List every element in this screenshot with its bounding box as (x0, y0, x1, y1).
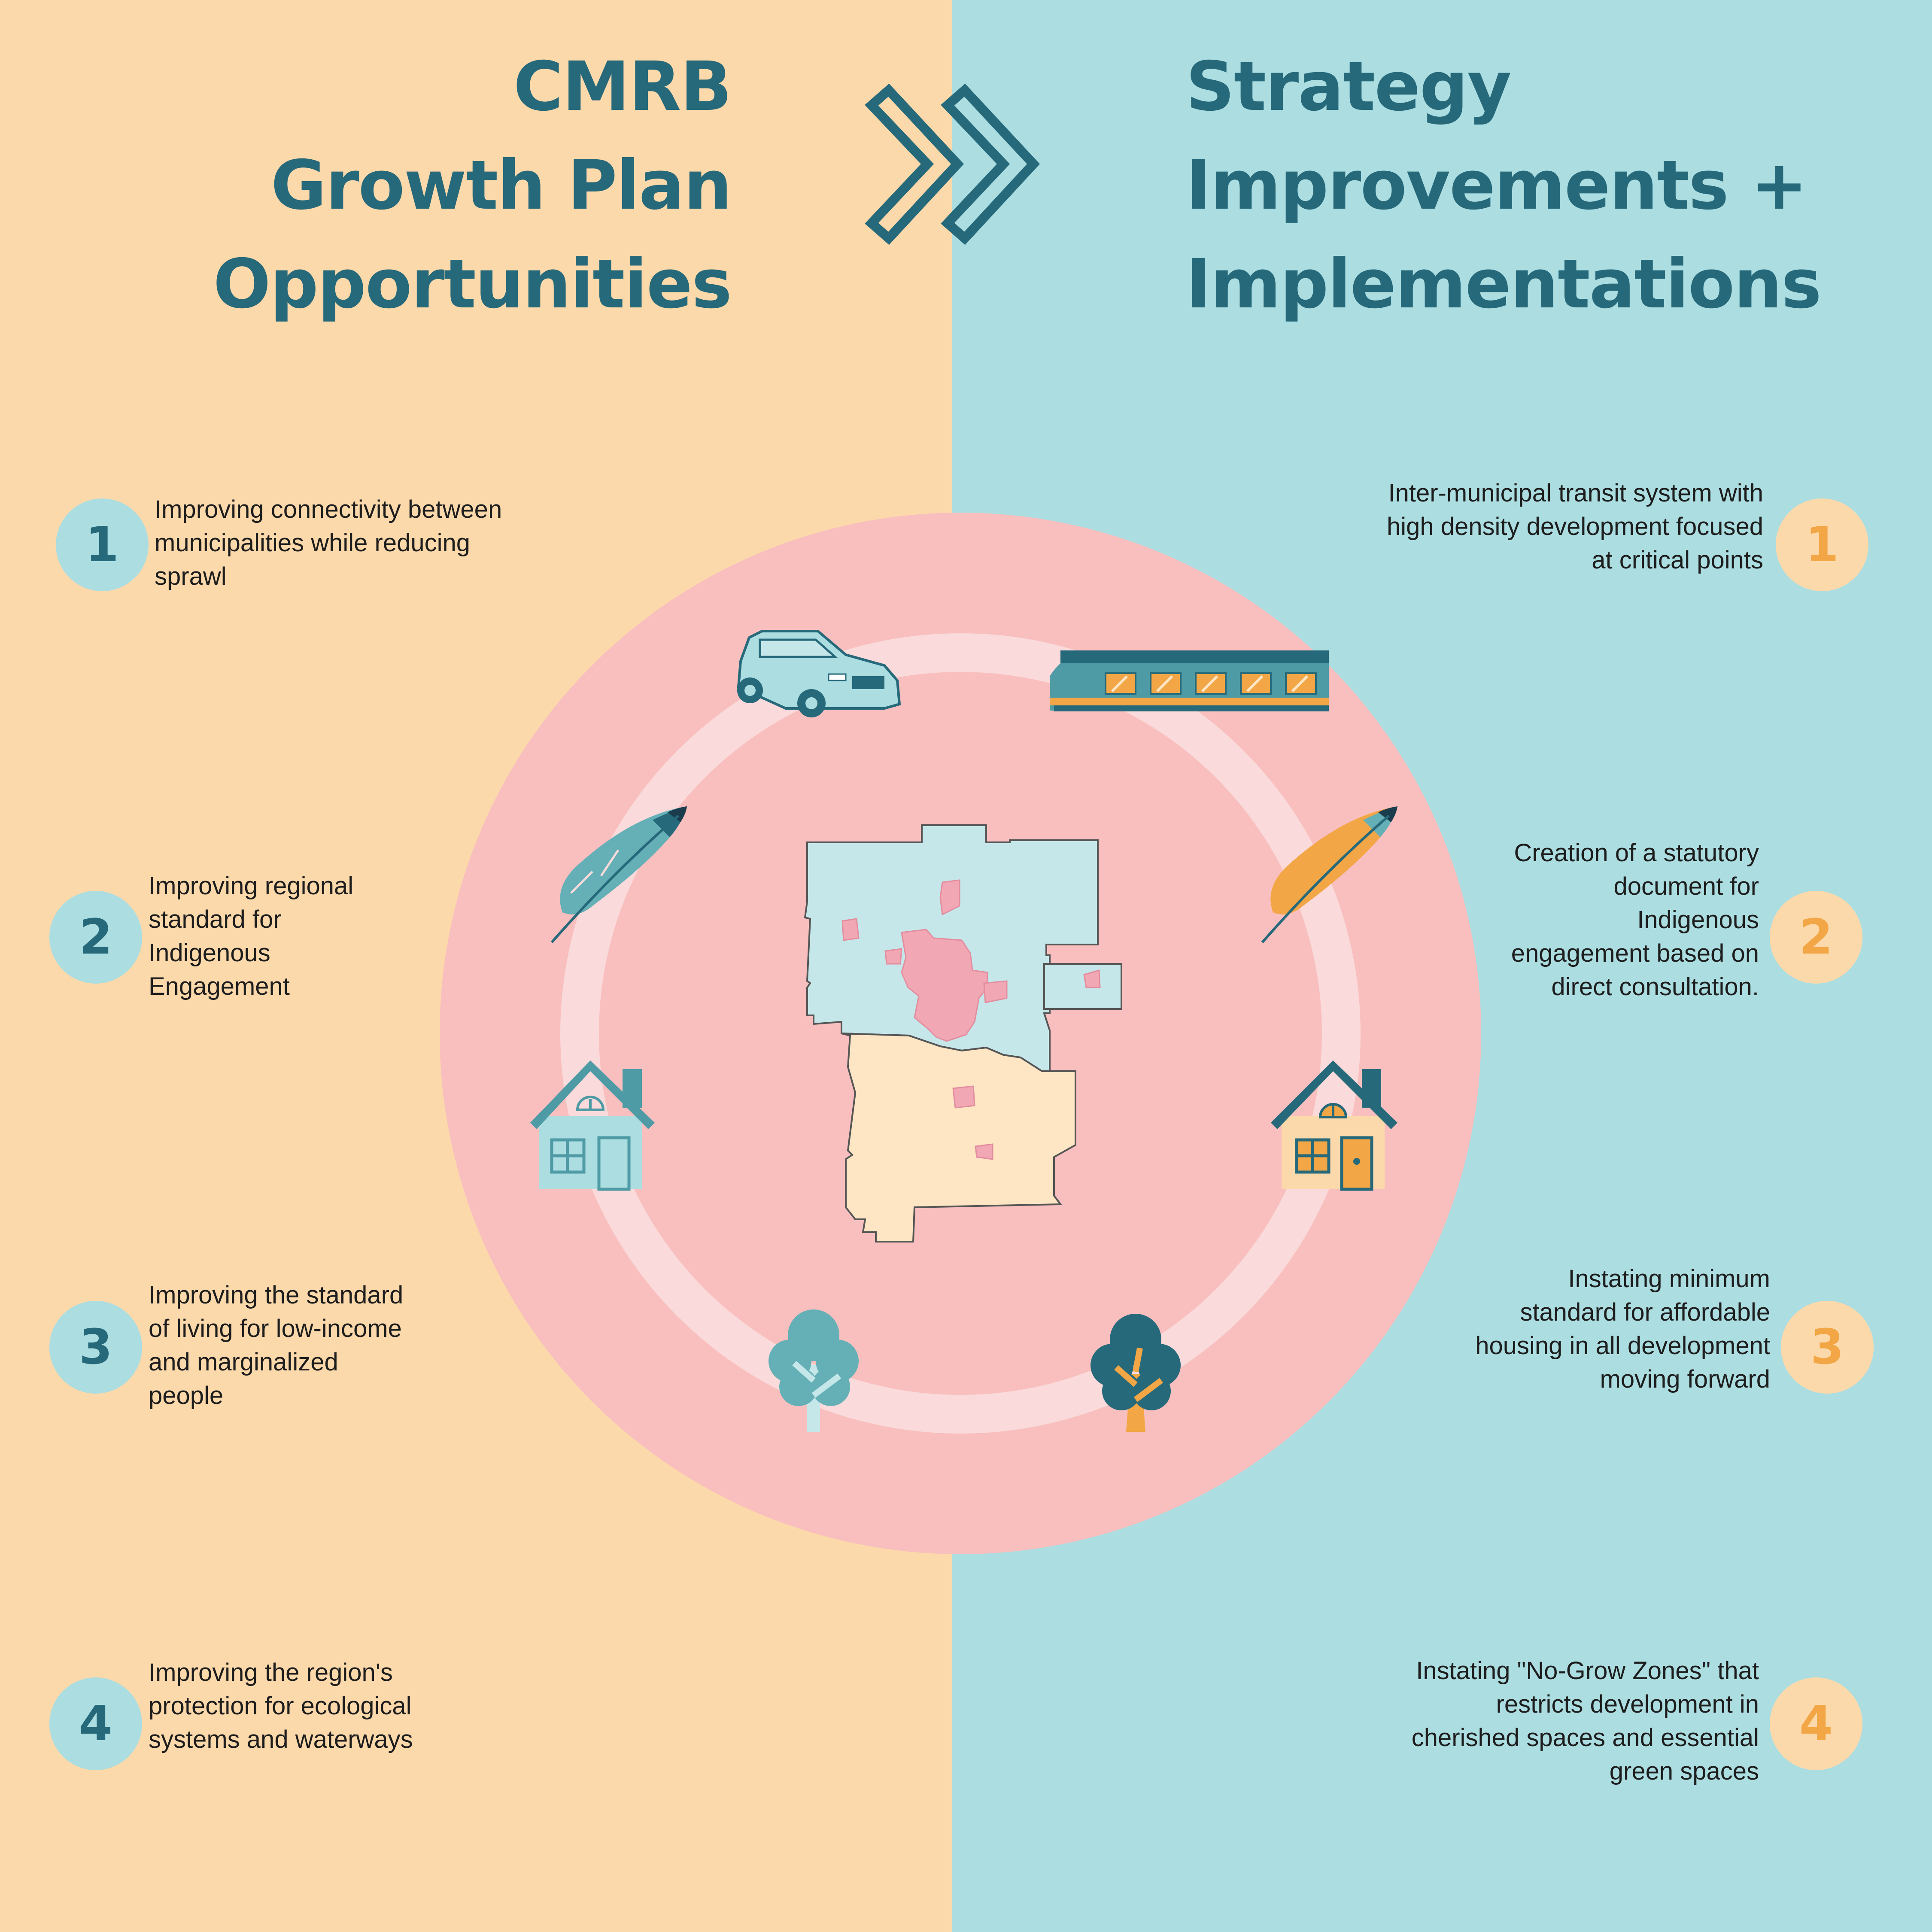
feather-icon (1261, 806, 1397, 943)
tree-icon (1091, 1314, 1181, 1432)
strategy-text: Inter-municipal transit system with high… (1386, 479, 1763, 574)
ring (560, 633, 1361, 1434)
house-icon (530, 1060, 655, 1191)
double-chevron-right-icon (865, 83, 1040, 245)
strategy-number-badge: 2 (1770, 891, 1862, 984)
left-title-line: Opportunities (213, 245, 732, 324)
strategy-text: Instating "No-Grow Zones" that restricts… (1411, 1657, 1759, 1785)
train-icon (1050, 650, 1329, 711)
opportunity-text: Improving the standard of living for low… (149, 1281, 404, 1410)
strategy-number-badge: 4 (1770, 1677, 1862, 1770)
opportunity-text: Improving regional standard for Indigeno… (149, 872, 354, 1000)
right-title-line: Improvements + (1186, 146, 1807, 225)
map-east-parcel (1043, 963, 1122, 1010)
left-title-line: Growth Plan (270, 146, 732, 225)
house-icon (1271, 1060, 1397, 1191)
map-urban-areas (841, 879, 1101, 1160)
left-title: CMRB Growth Plan Opportunities (213, 37, 732, 334)
feather-icon (550, 806, 687, 943)
opportunity-number-badge: 1 (56, 498, 149, 591)
right-title-line: Implementations (1186, 245, 1822, 324)
left-title-line: CMRB (513, 47, 732, 126)
tree-icon (769, 1309, 859, 1432)
opportunity-text: Improving the region's protection for ec… (149, 1659, 413, 1753)
strategy-number-badge: 3 (1781, 1301, 1874, 1394)
right-title: Strategy Improvements + Implementations (1186, 37, 1822, 334)
car-icon (737, 630, 901, 717)
strategy-text: Creation of a statutory document for Ind… (1511, 839, 1759, 1001)
opportunity-number-badge: 3 (49, 1301, 142, 1394)
opportunity-number-badge: 2 (49, 891, 142, 984)
right-title-line: Strategy (1186, 47, 1512, 126)
strategy-text: Instating minimum standard for affordabl… (1475, 1265, 1770, 1393)
strategy-number-badge: 1 (1776, 498, 1868, 591)
opportunity-number-badge: 4 (49, 1677, 142, 1770)
region-map (804, 824, 1122, 1242)
opportunity-text: Improving connectivity between municipal… (155, 495, 502, 590)
map-south-region (841, 1033, 1076, 1242)
